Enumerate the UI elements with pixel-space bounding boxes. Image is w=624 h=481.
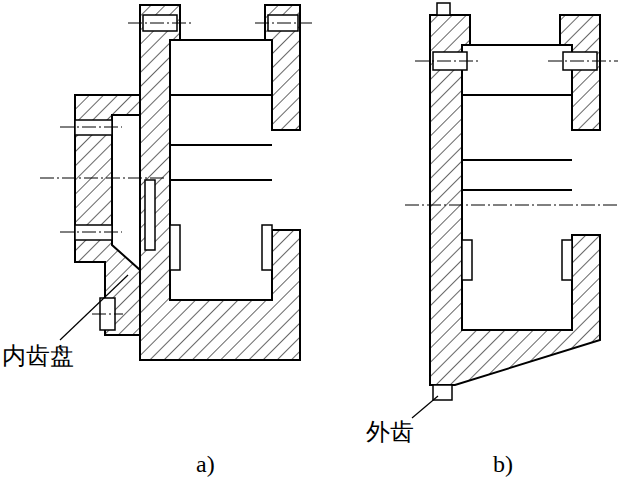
leader-line [60,275,128,340]
part-label: 内齿盘 [2,344,74,368]
figure-label: a) [196,452,215,476]
figure-label: b) [493,452,513,476]
leader-line [412,396,438,418]
part-label: 外齿 [366,420,414,444]
